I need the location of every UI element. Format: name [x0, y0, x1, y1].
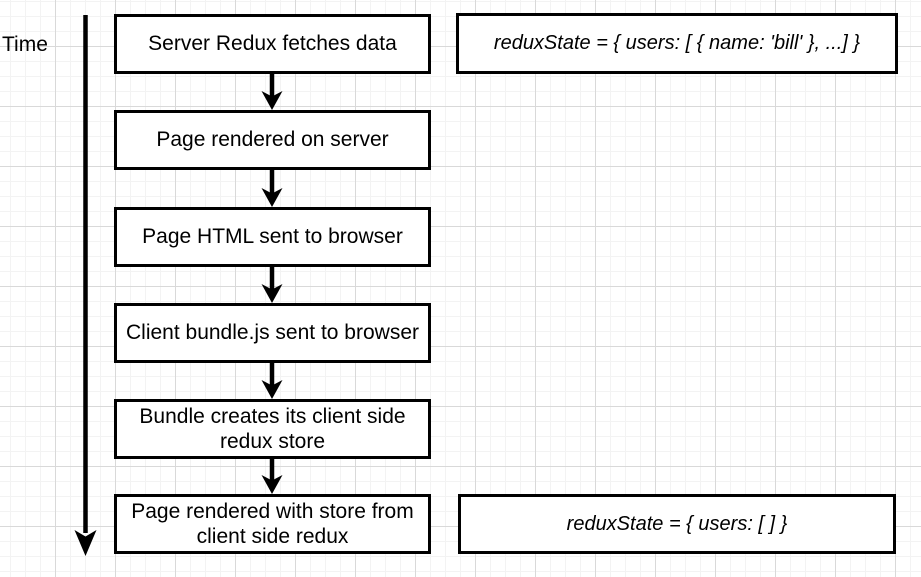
- state-annotation-text: reduxState = { users: [ ] }: [566, 512, 788, 535]
- step-label: Bundle creates its client side redux sto…: [139, 404, 406, 453]
- flow-arrow-5: [261, 458, 283, 494]
- step-box-page-rendered-on-server: Page rendered on server: [114, 110, 431, 170]
- step-box-server-redux-fetches-data: Server Redux fetches data: [114, 14, 431, 74]
- flow-arrow-4: [261, 362, 283, 399]
- step-box-client-bundle-sent-to-browser: Client bundle.js sent to browser: [114, 303, 431, 363]
- time-axis-arrow: [74, 15, 97, 556]
- step-box-page-rendered-client-store: Page rendered with store from client sid…: [114, 494, 431, 554]
- state-annotation-server-redux-state: reduxState = { users: [ { name: 'bill' }…: [456, 13, 898, 74]
- step-box-bundle-creates-client-store: Bundle creates its client side redux sto…: [114, 399, 431, 459]
- step-label: Page rendered with store from client sid…: [131, 499, 414, 548]
- step-label: Server Redux fetches data: [148, 32, 397, 56]
- state-annotation-text: reduxState = { users: [ { name: 'bill' }…: [493, 32, 861, 54]
- step-label: Page HTML sent to browser: [142, 225, 403, 249]
- step-label: Client bundle.js sent to browser: [126, 321, 419, 345]
- flow-arrow-3: [261, 266, 283, 303]
- state-annotation-client-redux-state: reduxState = { users: [ ] }: [458, 494, 896, 554]
- flow-arrow-1: [261, 73, 283, 110]
- time-axis-label: Time: [2, 33, 48, 56]
- flow-arrow-2: [261, 169, 283, 207]
- step-label: Page rendered on server: [156, 128, 389, 152]
- step-box-page-html-sent-to-browser: Page HTML sent to browser: [114, 207, 431, 267]
